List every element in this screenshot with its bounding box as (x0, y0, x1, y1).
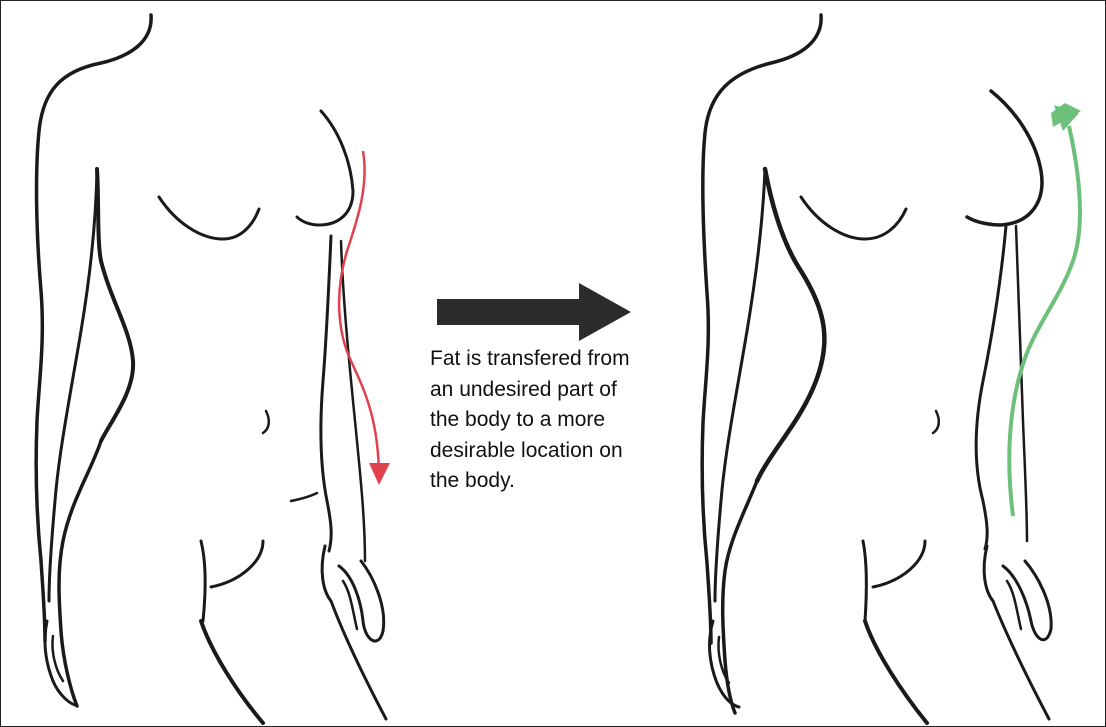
direction-arrow (437, 283, 631, 341)
torso-before-figure (36, 15, 386, 723)
removal-arrowhead (369, 463, 390, 485)
caption-text: Fat is transfered from an undesired part… (430, 344, 660, 497)
torso-after-figure (702, 15, 1051, 723)
